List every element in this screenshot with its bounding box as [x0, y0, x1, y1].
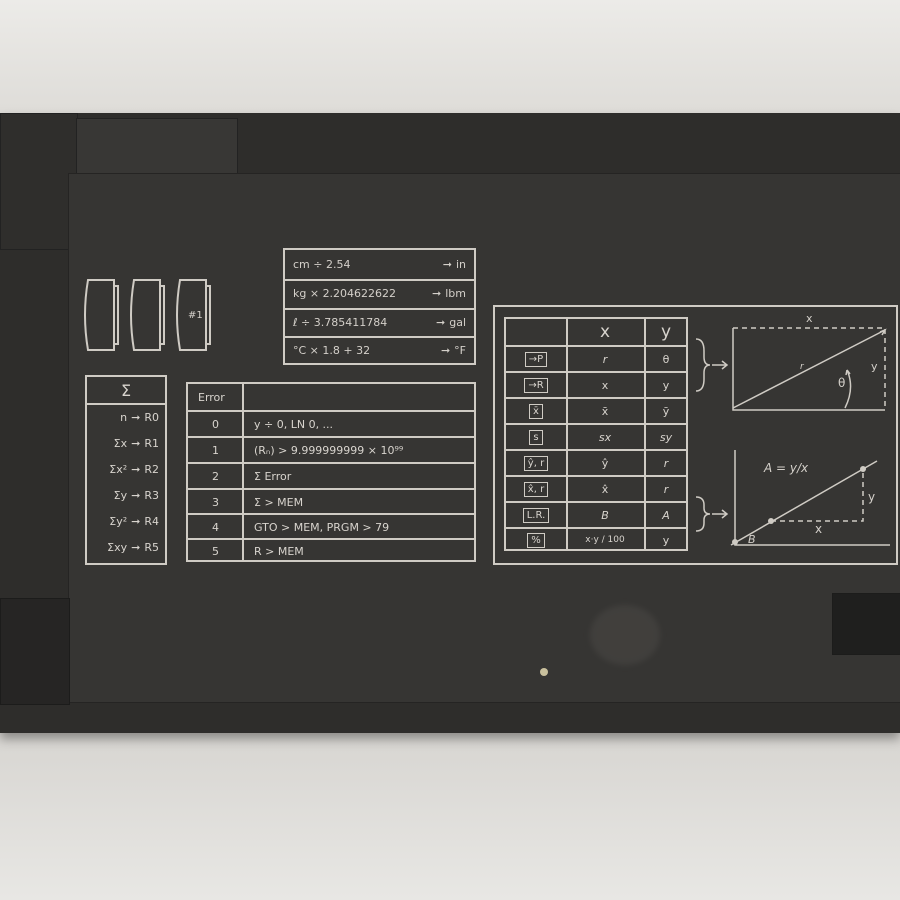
- conversion-row: ℓ ÷ 3.785411784 ➞gal: [293, 316, 466, 329]
- stat-x: B: [601, 508, 609, 522]
- sigma-row: Σy²➞R4: [109, 514, 159, 528]
- stat-y: ȳ: [662, 404, 670, 418]
- stat-y: y: [662, 533, 670, 547]
- right-foot: [832, 593, 900, 655]
- error-code: 3: [212, 495, 219, 509]
- error-code: 1: [212, 443, 219, 457]
- key-x-estimate: x̂, r: [523, 481, 549, 497]
- stat-y: sy: [659, 430, 673, 444]
- column-header-y: y: [660, 322, 672, 342]
- conversion-row: °C × 1.8 + 32 ➞°F: [293, 344, 466, 357]
- sigma-register-table: Σ n➞R0 Σx➞R1 Σx²➞R2 Σy➞R3 Σy²➞R4 Σxy➞R5: [85, 375, 167, 565]
- brace-arrow-linear: [695, 496, 729, 532]
- error-code: 4: [212, 520, 219, 534]
- calculator-back: [0, 113, 900, 733]
- key-to-polar: →P: [524, 351, 548, 367]
- conversion-table: cm ÷ 2.54 ➞in kg × 2.204622622 ➞lbm ℓ ÷ …: [283, 248, 476, 365]
- statistics-function-table: x y →P r θ →R x y x̄ x̄ ȳ s sx sy ŷ, r ŷ…: [504, 317, 688, 551]
- stat-y: r: [663, 482, 669, 496]
- linear-regression-diagram: [730, 450, 890, 546]
- polar-label-y: y: [871, 360, 878, 373]
- linear-formula: A = y/x: [764, 461, 809, 475]
- key-y-estimate: ŷ, r: [523, 455, 549, 471]
- stat-x: r: [602, 352, 608, 366]
- stat-x: ŷ: [601, 456, 609, 470]
- left-foot: [0, 598, 70, 705]
- stat-x: x: [601, 378, 609, 392]
- stat-x: x̄: [601, 404, 609, 418]
- wear-mark: [590, 605, 660, 665]
- error-text: R > MEM: [254, 544, 304, 558]
- stat-y: A: [662, 508, 670, 522]
- sigma-row: Σxy➞R5: [107, 540, 159, 554]
- error-text: (Rₙ) > 9.999999999 × 10⁹⁹: [254, 443, 404, 457]
- battery-orientation-icon: [84, 279, 211, 351]
- column-header-x: x: [599, 322, 611, 342]
- polar-conversion-diagram: [732, 327, 887, 411]
- error-code: 0: [212, 417, 219, 431]
- stat-y: r: [663, 456, 669, 470]
- linear-label-x: x: [815, 522, 823, 536]
- polar-label-theta: θ: [838, 376, 846, 390]
- error-text: Σ > MEM: [254, 495, 304, 509]
- key-to-rect: →R: [524, 377, 548, 393]
- error-header: Error: [198, 390, 225, 404]
- linear-label-b: B: [748, 533, 756, 546]
- stat-x: sx: [598, 430, 612, 444]
- sigma-row: Σx➞R1: [113, 436, 159, 450]
- background-bottom: [0, 730, 900, 900]
- polar-label-r: r: [800, 362, 804, 372]
- error-text: GTO > MEM, PRGM > 79: [254, 520, 390, 534]
- battery-label: #1: [188, 310, 203, 321]
- battery-door-tab[interactable]: [0, 113, 78, 250]
- sigma-row: Σx²➞R2: [109, 462, 159, 476]
- error-code-table: Error 0 y ÷ 0, LN 0, ... 1 (Rₙ) > 9.9999…: [186, 382, 476, 562]
- key-linear-regression: L.R.: [522, 507, 550, 523]
- stat-x: x̂: [601, 482, 609, 496]
- conversion-row: kg × 2.204622622 ➞lbm: [293, 287, 466, 300]
- linear-label-y: y: [868, 490, 876, 504]
- error-code: 2: [212, 469, 219, 483]
- stat-y: y: [662, 378, 670, 392]
- error-text: y ÷ 0, LN 0, ...: [254, 417, 334, 431]
- key-mean: x̄: [529, 403, 543, 419]
- brace-arrow-polar: [695, 338, 729, 392]
- polar-label-x: x: [806, 312, 813, 325]
- sigma-row: n➞R0: [120, 410, 159, 424]
- sigma-header: Σ: [120, 380, 132, 400]
- error-text: Σ Error: [254, 469, 292, 483]
- error-code: 5: [212, 544, 219, 558]
- background-top: [0, 0, 900, 115]
- conversion-row: cm ÷ 2.54 ➞in: [293, 258, 466, 271]
- wear-mark-2: [540, 668, 548, 676]
- key-std-dev: s: [529, 429, 543, 445]
- sigma-row: Σy➞R3: [113, 488, 159, 502]
- stat-y: θ: [662, 352, 670, 366]
- stat-x: x·y / 100: [585, 535, 625, 545]
- statistics-panel: [493, 305, 898, 565]
- key-percent: %: [527, 532, 545, 548]
- reference-panel: [68, 173, 900, 703]
